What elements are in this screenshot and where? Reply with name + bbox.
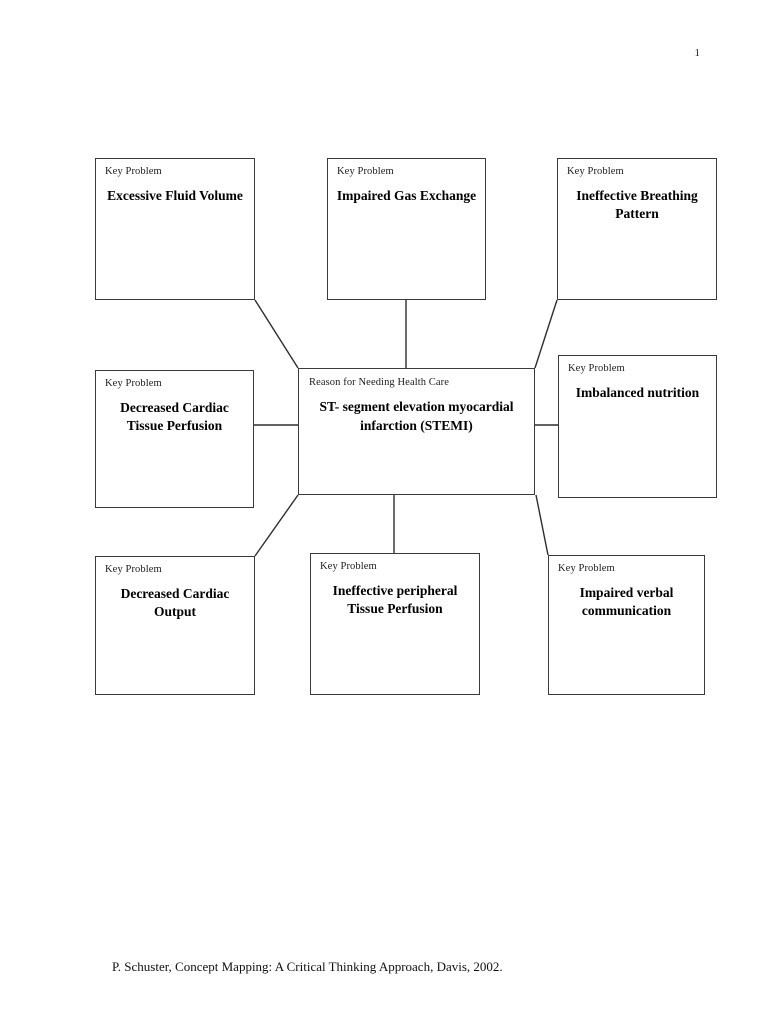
connector-impaired-verbal-communication [535, 494, 549, 556]
node-decreased-cardiac-output[interactable]: Key Problem Decreased Cardiac Output [95, 556, 255, 695]
node-imbalanced-nutrition[interactable]: Key Problem Imbalanced nutrition [558, 355, 717, 498]
node-title: Decreased Cardiac Tissue Perfusion [120, 400, 229, 433]
node-excessive-fluid-volume[interactable]: Key Problem Excessive Fluid Volume [95, 158, 255, 300]
node-title: Imbalanced nutrition [575, 385, 700, 400]
connector-decreased-cardiac-output [254, 494, 299, 557]
node-impaired-gas-exchange[interactable]: Key Problem Impaired Gas Exchange [327, 158, 486, 300]
node-ineffective-peripheral-tissue-perfusion[interactable]: Key Problem Ineffective peripheral Tissu… [310, 553, 480, 695]
node-kind-label: Key Problem [568, 363, 625, 374]
node-impaired-verbal-communication[interactable]: Key Problem Impaired verbal communicatio… [548, 555, 705, 695]
connector-excessive-fluid-volume [254, 299, 299, 369]
page-number: 1 [694, 47, 701, 59]
node-kind-label: Key Problem [105, 166, 162, 177]
node-kind-label: Key Problem [567, 166, 624, 177]
footer-citation: P. Schuster, Concept Mapping: A Critical… [112, 959, 503, 974]
node-title: Ineffective peripheral Tissue Perfusion [332, 583, 458, 616]
node-title: ST- segment elevation myocardial infarct… [319, 399, 514, 433]
node-kind-label: Key Problem [105, 564, 162, 575]
node-kind-label: Reason for Needing Health Care [309, 377, 450, 388]
node-reason-for-needing-health-care[interactable]: Reason for Needing Health Care ST- segme… [298, 368, 535, 495]
node-kind-label: Key Problem [558, 563, 615, 574]
node-title: Impaired verbal communication [579, 585, 674, 618]
node-decreased-cardiac-tissue-perfusion[interactable]: Key Problem Decreased Cardiac Tissue Per… [95, 370, 254, 508]
node-kind-label: Key Problem [105, 378, 162, 389]
node-kind-label: Key Problem [320, 561, 377, 572]
node-title: Decreased Cardiac Output [120, 586, 230, 619]
node-kind-label: Key Problem [337, 166, 394, 177]
node-title: Ineffective Breathing Pattern [576, 188, 698, 221]
node-ineffective-breathing-pattern[interactable]: Key Problem Ineffective Breathing Patter… [557, 158, 717, 300]
connector-ineffective-breathing-pattern [534, 299, 558, 369]
node-title: Excessive Fluid Volume [107, 188, 243, 203]
node-title: Impaired Gas Exchange [336, 188, 477, 203]
